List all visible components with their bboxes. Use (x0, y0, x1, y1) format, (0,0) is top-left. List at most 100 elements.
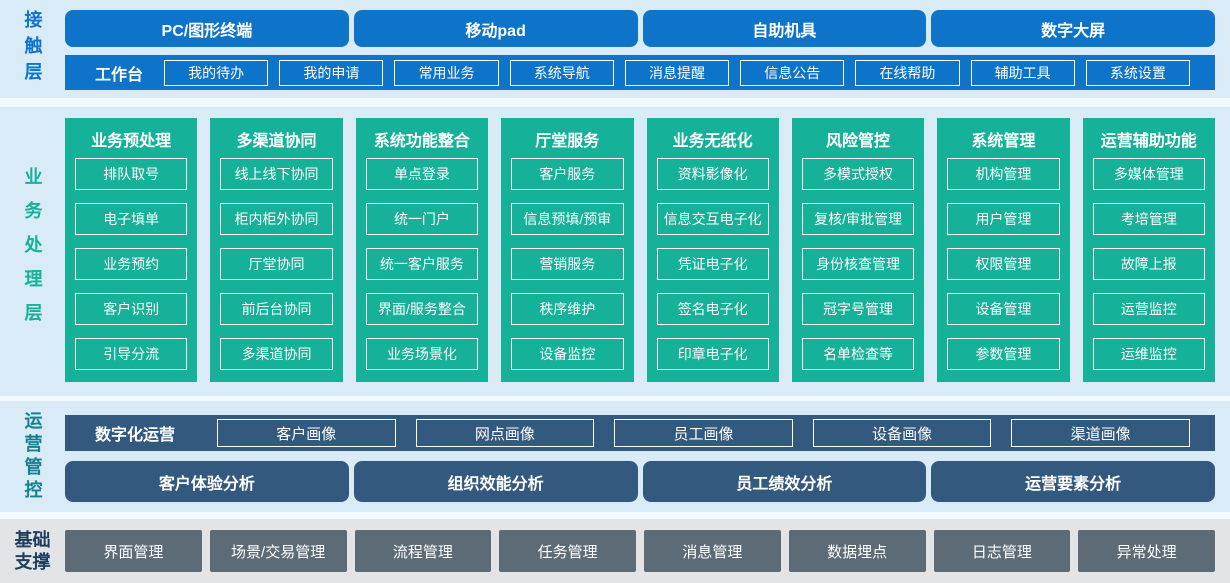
business-module-block: 前后台协同 (220, 293, 333, 325)
foundation-module-block: 异常处理 (1078, 530, 1215, 572)
business-column-items: 客户服务 信息预填/预审 营销服务 秩序维护 设备监控 (511, 158, 624, 370)
business-module-block: 秩序维护 (511, 293, 624, 325)
business-column-items: 机构管理 用户管理 权限管理 设备管理 参数管理 (947, 158, 1060, 370)
digital-operations-label: 数字化运营 (95, 427, 176, 444)
foundation-module-block: 日志管理 (933, 530, 1071, 572)
foundation-module-block: 场景/交易管理 (209, 530, 347, 572)
business-column: 运营辅助功能 多媒体管理 考培管理 故障上报 运营监控 运维监控 (1082, 118, 1215, 382)
business-module-block: 运营监控 (1092, 293, 1205, 325)
analysis-block: 客户体验分析 (65, 461, 349, 502)
business-module-block: 业务预约 (75, 248, 188, 280)
foundation-layer-label-wrap: 基础支撑 (0, 519, 65, 583)
contact-layer: 接触层 PC/图形终端 移动pad 自助机具 数字大屏 工作台 我的待办 我的申… (0, 0, 1230, 98)
portrait-item: 客户画像 (217, 419, 396, 447)
business-layer-content: 业务预处理 排队取号 电子填单 业务预约 客户识别 引导分流 (65, 107, 1230, 396)
business-column: 厅堂服务 客户服务 信息预填/预审 营销服务 秩序维护 设备监控 (501, 118, 634, 382)
business-column-title: 风险管控 (826, 133, 891, 150)
business-module-block: 印章电子化 (656, 338, 769, 370)
business-column-title: 厅堂服务 (535, 133, 600, 150)
business-column-items: 线上线下协同 柜内柜外协同 厅堂协同 前后台协同 多渠道协同 (220, 158, 333, 370)
operations-control-layer: 运营管控 数字化运营 客户画像 网点画像 员工画像 设备画像 渠道画像 客户体验… (0, 401, 1230, 512)
foundation-module-block: 数据埋点 (788, 530, 926, 572)
business-module-block: 名单检查等 (801, 338, 915, 370)
terminal-channel-block: PC/图形终端 (65, 10, 349, 47)
terminal-channel-block: 移动pad (353, 10, 638, 47)
business-column-title: 业务无纸化 (672, 133, 753, 150)
business-module-block: 柜内柜外协同 (220, 203, 333, 235)
portrait-item: 设备画像 (812, 419, 992, 447)
business-column-title: 多渠道协同 (236, 133, 317, 150)
workbench-item: 系统设置 (1085, 59, 1190, 86)
analysis-row: 客户体验分析 组织效能分析 员工绩效分析 运营要素分析 (65, 461, 1215, 502)
business-columns: 业务预处理 排队取号 电子填单 业务预约 客户识别 引导分流 (65, 118, 1215, 382)
analysis-block: 组织效能分析 (353, 461, 638, 502)
business-module-block: 营销服务 (511, 248, 624, 280)
business-module-block: 多媒体管理 (1092, 158, 1205, 190)
business-module-block: 统一门户 (365, 203, 479, 235)
business-module-block: 线上线下协同 (220, 158, 333, 190)
workbench-item: 我的待办 (164, 59, 269, 86)
business-module-block: 排队取号 (75, 158, 188, 190)
business-module-block: 用户管理 (947, 203, 1060, 235)
business-column: 系统管理 机构管理 用户管理 权限管理 设备管理 参数管理 (937, 118, 1070, 382)
business-module-block: 引导分流 (75, 338, 188, 370)
business-module-block: 运维监控 (1092, 338, 1205, 370)
business-processing-layer: 业务处理层 业务预处理 排队取号 电子填单 业务预约 (0, 107, 1230, 396)
business-module-block: 身份核查管理 (801, 248, 915, 280)
portrait-item: 员工画像 (614, 419, 793, 447)
terminal-row: PC/图形终端 移动pad 自助机具 数字大屏 (65, 10, 1215, 47)
workbench-item: 我的申请 (279, 59, 384, 86)
business-column-items: 单点登录 统一门户 统一客户服务 界面/服务整合 业务场景化 (365, 158, 479, 370)
foundation-module-block: 任务管理 (499, 530, 636, 572)
operations-layer-label: 运营管控 (22, 410, 43, 503)
business-module-block: 客户服务 (511, 158, 624, 190)
foundation-row: 界面管理 场景/交易管理 流程管理 任务管理 消息管理 数据埋点 日志管理 异常… (65, 519, 1230, 583)
business-column-title: 业务预处理 (91, 133, 172, 150)
business-module-block: 业务场景化 (365, 338, 479, 370)
business-column: 系统功能整合 单点登录 统一门户 统一客户服务 界面/服务整合 (355, 118, 489, 382)
workbench-item: 系统导航 (509, 59, 614, 86)
foundation-layer-label: 基础支撑 (14, 529, 51, 573)
contact-layer-label: 接触层 (22, 10, 43, 88)
business-column-items: 资料影像化 信息交互电子化 凭证电子化 签名电子化 印章电子化 (656, 158, 769, 370)
business-column-title: 系统管理 (971, 133, 1036, 150)
workbench-item: 常用业务 (394, 59, 499, 86)
business-module-block: 统一客户服务 (365, 248, 479, 280)
terminal-channel-block: 自助机具 (642, 10, 927, 47)
business-module-block: 设备管理 (947, 293, 1060, 325)
business-module-block: 考培管理 (1092, 203, 1205, 235)
business-module-block: 权限管理 (947, 248, 1060, 280)
analysis-block: 运营要素分析 (931, 461, 1215, 502)
business-module-block: 冠字号管理 (801, 293, 915, 325)
business-column-title: 系统功能整合 (373, 133, 470, 150)
analysis-block: 员工绩效分析 (642, 461, 927, 502)
business-module-block: 机构管理 (947, 158, 1060, 190)
business-module-block: 信息交互电子化 (656, 203, 769, 235)
business-layer-label: 业务处理层 (22, 166, 43, 337)
operations-layer-content: 数字化运营 客户画像 网点画像 员工画像 设备画像 渠道画像 客户体验分析 组织… (65, 401, 1230, 512)
business-module-block: 签名电子化 (656, 293, 769, 325)
business-module-block: 参数管理 (947, 338, 1060, 370)
business-column: 多渠道协同 线上线下协同 柜内柜外协同 厅堂协同 前后台协同 多 (210, 118, 343, 382)
business-module-block: 厅堂协同 (220, 248, 333, 280)
business-module-block: 客户识别 (75, 293, 188, 325)
business-column-title: 运营辅助功能 (1100, 133, 1197, 150)
business-module-block: 信息预填/预审 (511, 203, 624, 235)
business-module-block: 设备监控 (511, 338, 624, 370)
business-column-items: 多模式授权 复核/审批管理 身份核查管理 冠字号管理 名单检查等 (801, 158, 915, 370)
business-module-block: 资料影像化 (656, 158, 769, 190)
business-module-block: 故障上报 (1092, 248, 1205, 280)
business-module-block: 界面/服务整合 (365, 293, 479, 325)
business-column: 风险管控 多模式授权 复核/审批管理 身份核查管理 冠字号管理 (791, 118, 925, 382)
workbench-item: 消息提醒 (624, 59, 730, 86)
foundation-module-block: 流程管理 (354, 530, 492, 572)
terminal-channel-block: 数字大屏 (931, 10, 1215, 47)
workbench-label: 工作台 (95, 66, 144, 84)
business-column-items: 多媒体管理 考培管理 故障上报 运营监控 运维监控 (1092, 158, 1205, 370)
portrait-item: 网点画像 (415, 419, 595, 447)
foundation-module-block: 消息管理 (644, 530, 781, 572)
digital-operations-bar: 数字化运营 客户画像 网点画像 员工画像 设备画像 渠道画像 (65, 415, 1215, 451)
business-module-block: 单点登录 (365, 158, 479, 190)
business-module-block: 多渠道协同 (220, 338, 333, 370)
business-module-block: 复核/审批管理 (801, 203, 915, 235)
